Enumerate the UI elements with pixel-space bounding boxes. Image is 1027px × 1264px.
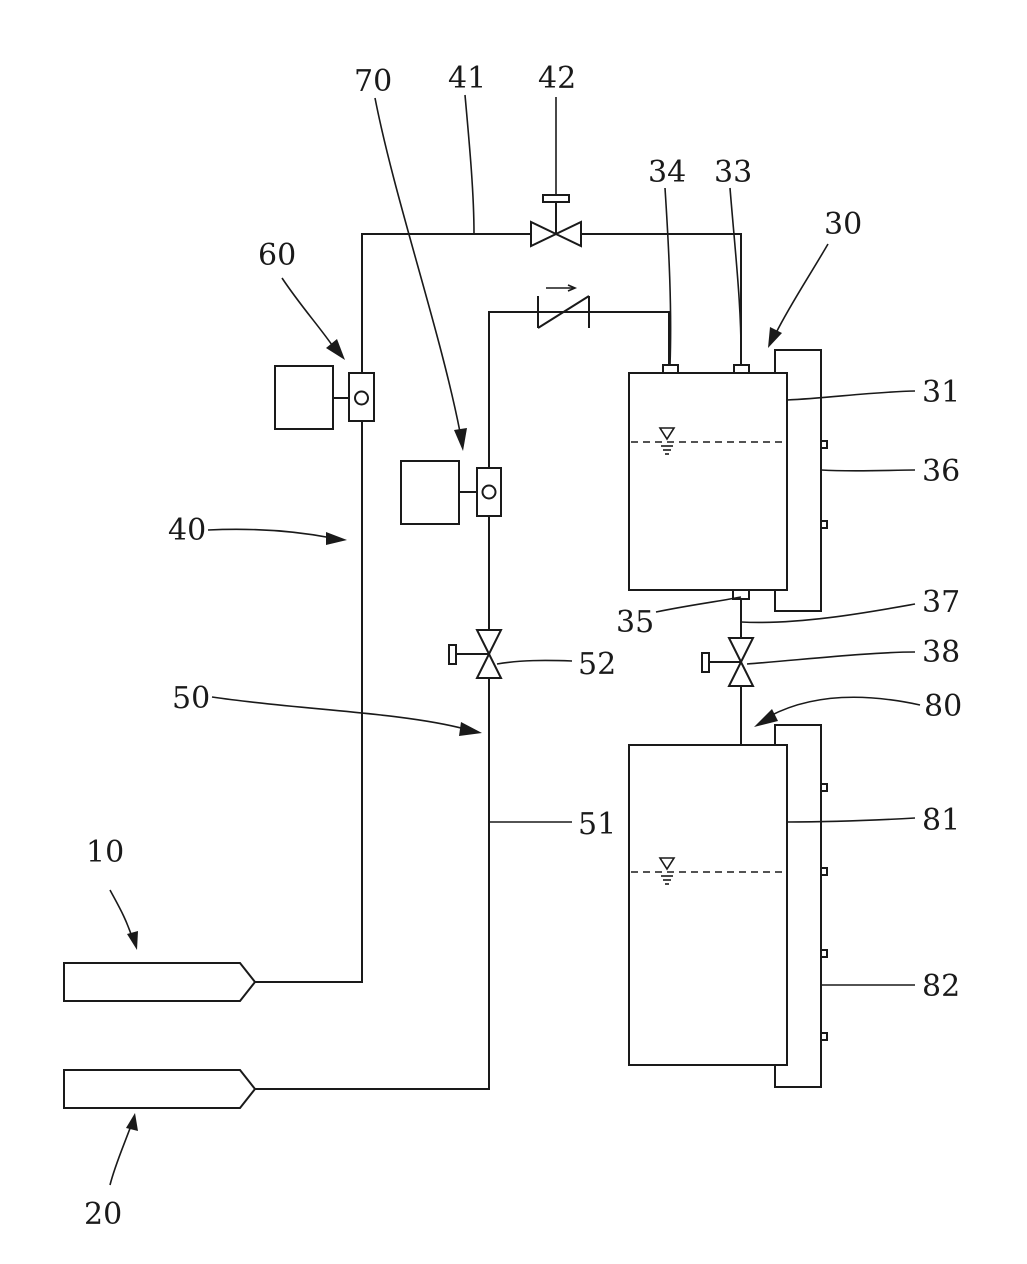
ref-41: 41 [448,61,486,96]
leader-40 [208,529,332,538]
ref-33: 33 [714,155,752,190]
leader-70 [375,98,460,432]
ref-37: 37 [922,585,960,620]
ref-80: 80 [924,689,962,724]
port-34 [663,365,678,373]
valve-42 [531,195,581,246]
check-valve [538,285,589,328]
arrowhead-70 [454,428,467,451]
leader-38 [747,652,915,664]
leader-80 [770,697,920,716]
heater-36-terminal-b [821,521,827,528]
tank-81 [629,745,787,1065]
leader-36 [821,470,915,471]
arrowhead-50 [459,722,482,736]
arrowhead-30 [768,327,782,348]
leader-33 [730,188,741,365]
flow-meter-70 [401,461,501,524]
valve-52 [449,630,501,678]
leader-60 [282,278,332,345]
leader-35 [656,597,741,612]
ref-34: 34 [648,155,686,190]
ref-30: 30 [824,207,862,242]
ref-52: 52 [578,647,616,682]
arrowhead-40 [326,532,347,545]
port-33 [734,365,749,373]
heater-82-terminal-d [821,1033,827,1040]
source-cylinder-10 [64,963,255,1001]
ref-40: 40 [168,513,206,548]
heater-36-terminal-a [821,441,827,448]
valve-38 [702,638,753,686]
ref-10: 10 [86,835,124,870]
ref-20: 20 [84,1197,122,1232]
ref-81: 81 [922,803,960,838]
arrowhead-60 [326,339,345,360]
ref-36: 36 [922,454,960,489]
heater-82-terminal-a [821,784,827,791]
leader-30 [776,244,828,333]
ref-42: 42 [538,61,576,96]
ref-31: 31 [922,375,960,410]
ref-70: 70 [354,64,392,99]
heater-82-terminal-c [821,950,827,957]
heater-82-terminal-b [821,868,827,875]
leader-52 [497,660,572,664]
ref-35: 35 [616,605,654,640]
leader-10 [110,890,133,940]
arrowhead-10 [127,931,138,950]
ref-60: 60 [258,238,296,273]
ref-51: 51 [578,807,616,842]
ref-38: 38 [922,635,960,670]
ref-50: 50 [172,681,210,716]
tank-31 [629,373,787,590]
leader-20 [110,1123,132,1185]
leader-41 [465,95,474,234]
leader-34 [665,188,671,365]
leader-50 [212,697,465,729]
flow-meter-60 [275,366,374,429]
ref-82: 82 [922,969,960,1004]
leader-37 [741,604,915,622]
source-cylinder-20 [64,1070,255,1108]
arrowhead-20 [126,1113,138,1131]
